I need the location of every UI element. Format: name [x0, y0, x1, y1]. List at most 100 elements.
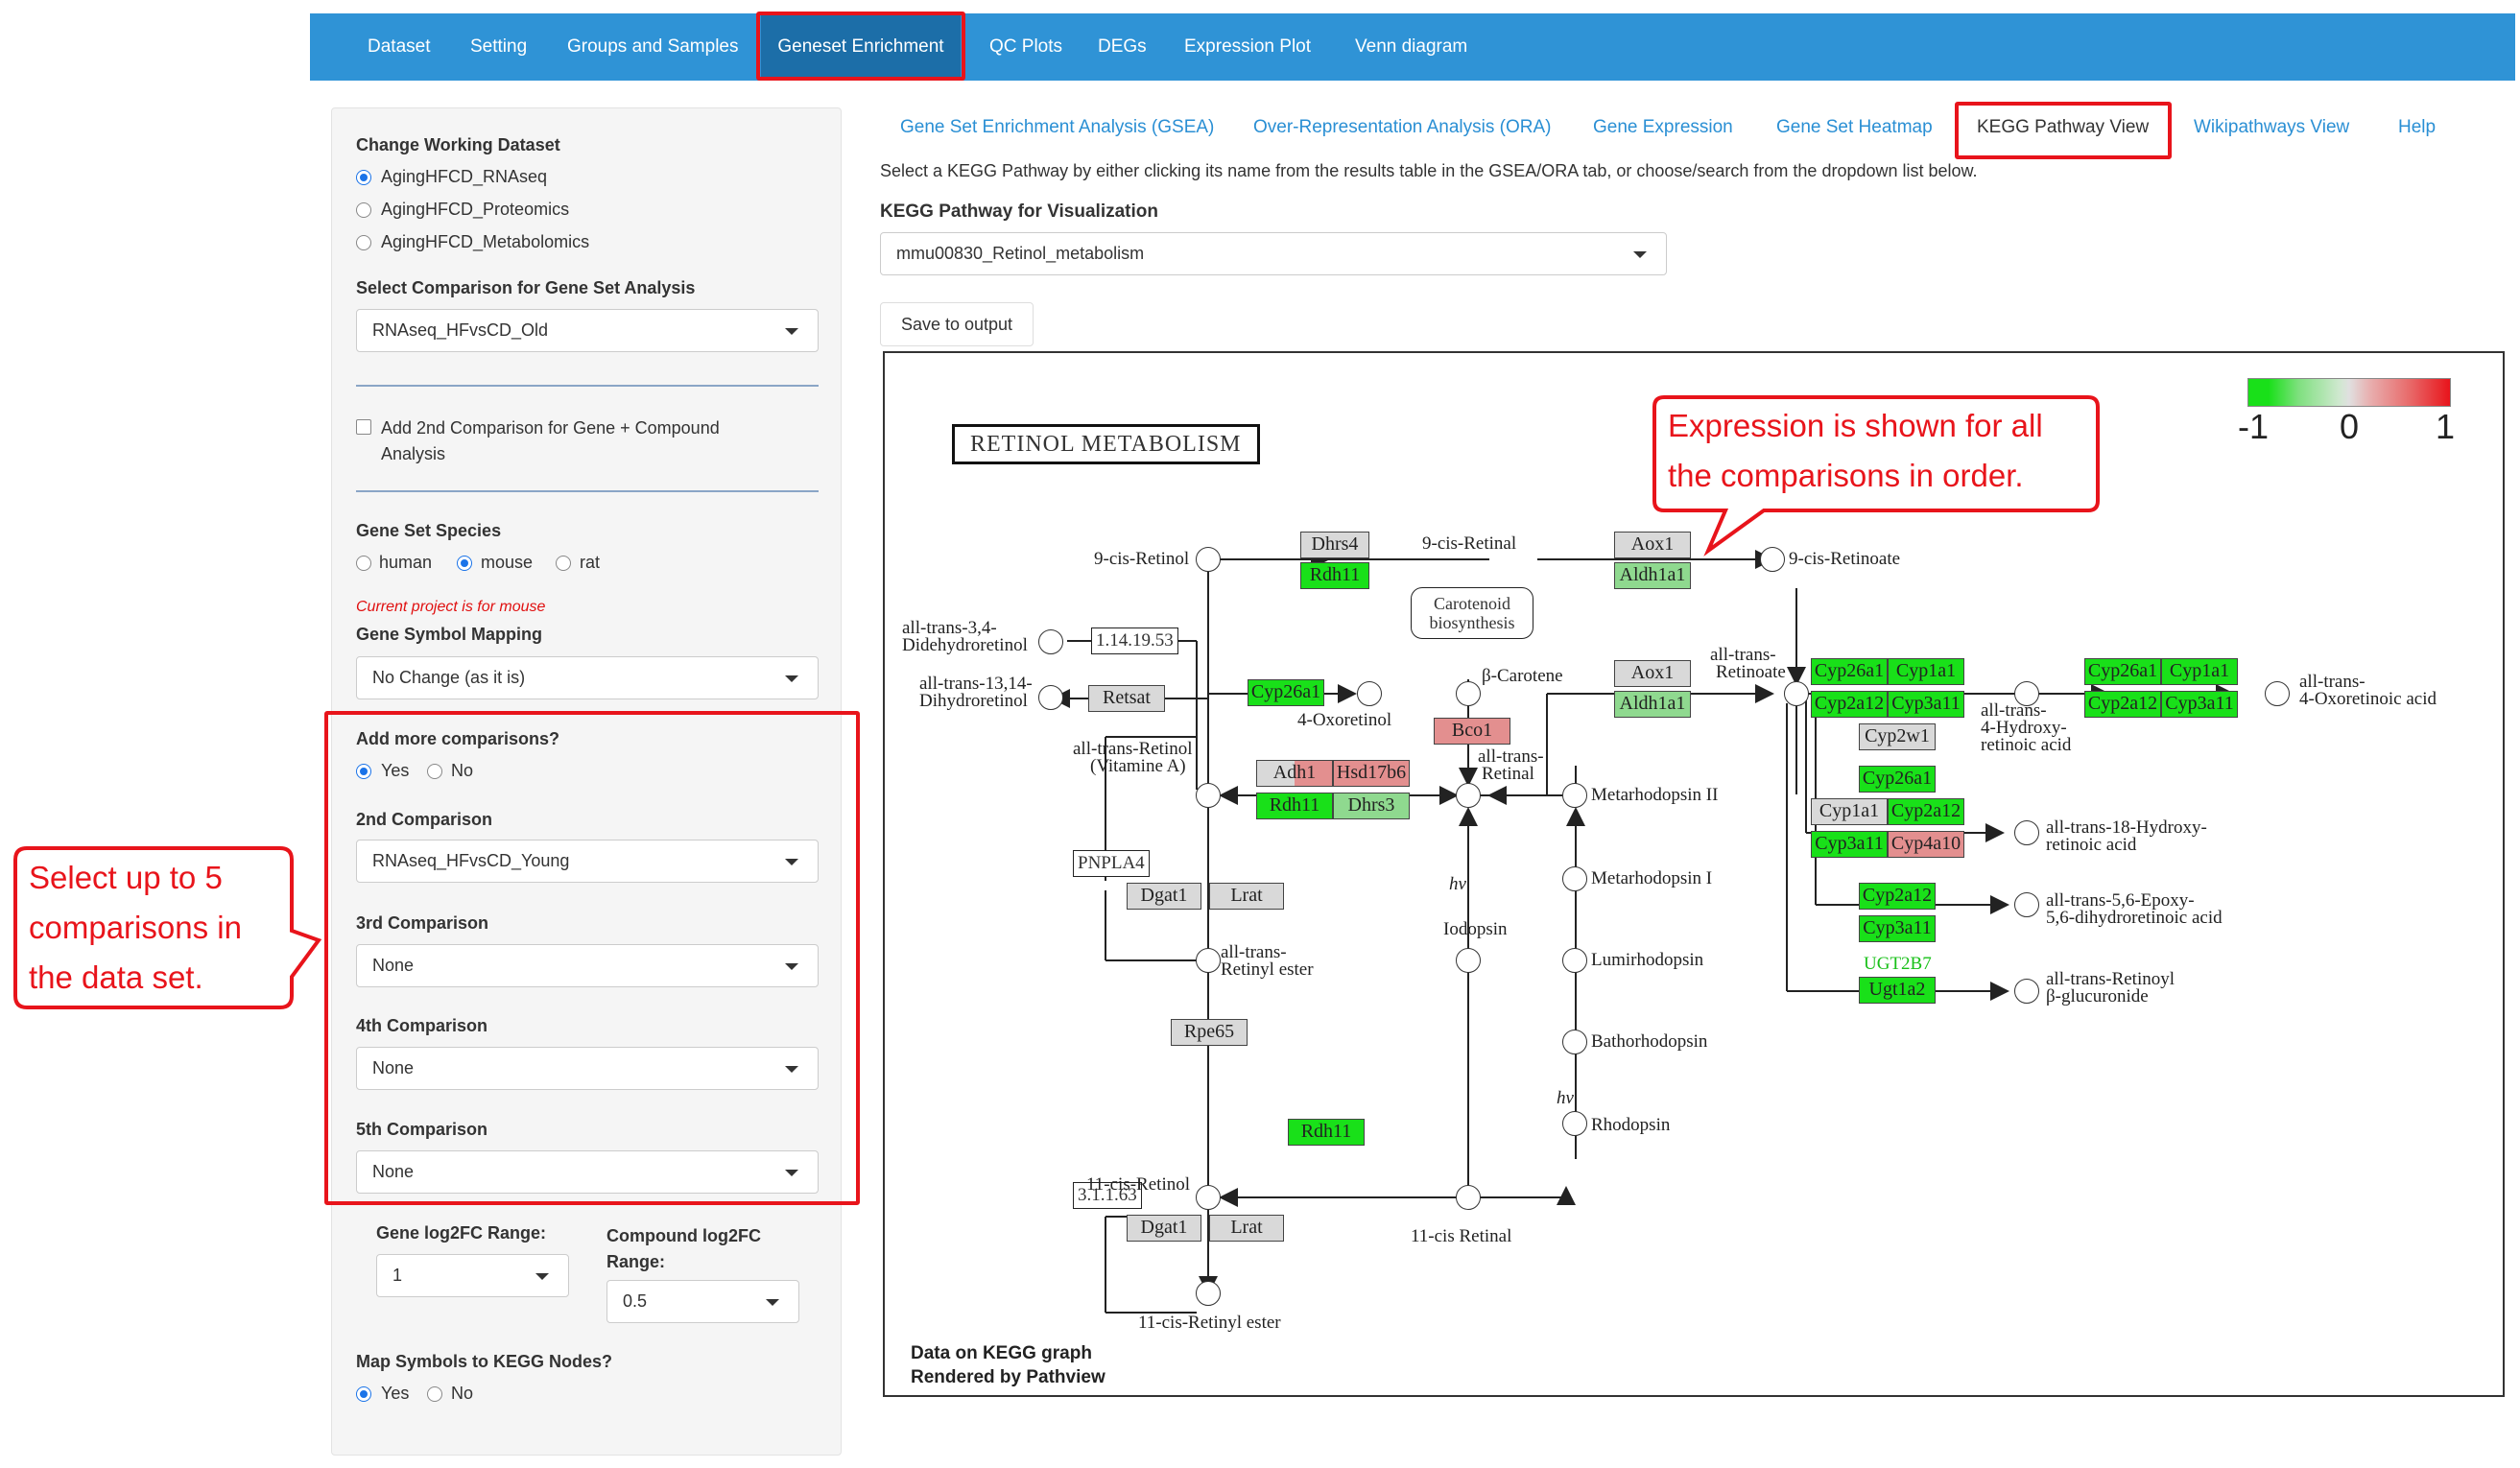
- gene-cyp26a1[interactable]: Cyp26a1: [1811, 658, 1888, 685]
- gene-dgat1[interactable]: Dgat1: [1127, 883, 1201, 910]
- enzyme-pnpla4[interactable]: PNPLA4: [1073, 850, 1150, 877]
- compound-node: [2014, 681, 2039, 706]
- gene-cyp2a12[interactable]: Cyp2a12: [1859, 883, 1936, 910]
- add-2nd-comparison-checkbox[interactable]: [356, 419, 371, 435]
- nav-setting[interactable]: Setting: [470, 36, 528, 57]
- sidebar-panel: Change Working Dataset AgingHFCD_RNAseq …: [331, 107, 842, 1456]
- nav-groups-and-samples[interactable]: Groups and Samples: [567, 36, 739, 57]
- compound-range-label-line1: Compound log2FC: [606, 1226, 761, 1245]
- callout-bubble-right: [1652, 395, 2100, 556]
- gene-dhrs4[interactable]: Dhrs4: [1300, 532, 1369, 558]
- nav-expression-plot[interactable]: Expression Plot: [1184, 36, 1312, 57]
- gene-cyp26a1[interactable]: Cyp26a1: [2084, 658, 2161, 685]
- gene-rdh11[interactable]: Rdh11: [1288, 1119, 1365, 1146]
- nav-qc-plots[interactable]: QC Plots: [989, 36, 1063, 57]
- map-symbols-no-radio[interactable]: [427, 1386, 442, 1402]
- compound-node: [1196, 547, 1221, 572]
- comparison5-select[interactable]: None: [356, 1150, 819, 1194]
- tab-gene-expression[interactable]: Gene Expression: [1593, 117, 1733, 137]
- gene-cyp1a1[interactable]: Cyp1a1: [1811, 798, 1888, 825]
- tab-gene-set-heatmap[interactable]: Gene Set Heatmap: [1776, 117, 1933, 137]
- enzyme-3-1-1-63[interactable]: 3.1.1.63: [1073, 1182, 1142, 1209]
- chevron-down-icon: [785, 1066, 798, 1073]
- gene-cyp3a11[interactable]: Cyp3a11: [2161, 691, 2238, 718]
- gene-cyp3a11[interactable]: Cyp3a11: [1888, 691, 1964, 718]
- nav-degs[interactable]: DEGs: [1098, 36, 1147, 57]
- more-comparisons-yes-radio[interactable]: [356, 764, 371, 779]
- compound-18-hydroxy-line1: all-trans-18-Hydroxy-: [2046, 817, 2207, 838]
- species-radio-human[interactable]: [356, 556, 371, 571]
- tab-wikipathways-view[interactable]: Wikipathways View: [2194, 117, 2350, 137]
- nav-dataset[interactable]: Dataset: [368, 36, 431, 57]
- compound-4-hydroxy-line2: 4-Hydroxy-: [1981, 718, 2067, 738]
- compound-node: [1562, 1030, 1587, 1054]
- map-symbols-yes-radio[interactable]: [356, 1386, 371, 1402]
- gene-ugt1a2[interactable]: Ugt1a2: [1859, 977, 1936, 1004]
- gene-cyp1a1[interactable]: Cyp1a1: [2161, 658, 2238, 685]
- gene-hsd17b6[interactable]: Hsd17b6: [1333, 760, 1410, 787]
- gene-retsat[interactable]: Retsat: [1088, 685, 1165, 712]
- nav-venn-diagram[interactable]: Venn diagram: [1355, 36, 1468, 57]
- gene-cyp3a11[interactable]: Cyp3a11: [1811, 831, 1888, 858]
- gene-aldh1a1[interactable]: Aldh1a1: [1614, 562, 1691, 589]
- divider: [356, 490, 819, 492]
- gene-aox1[interactable]: Aox1: [1614, 532, 1691, 558]
- comparison3-select[interactable]: None: [356, 944, 819, 987]
- add-2nd-label-line1: Add 2nd Comparison for Gene + Compound: [381, 418, 720, 438]
- nav-geneset-enrichment[interactable]: Geneset Enrichment: [761, 13, 961, 81]
- gene-cyp4a10[interactable]: Cyp4a10: [1888, 831, 1964, 858]
- dataset-radio-metabolomics[interactable]: [356, 235, 371, 250]
- dataset-radio-proteomics[interactable]: [356, 202, 371, 218]
- compound-node: [2014, 979, 2039, 1004]
- gene-dgat1[interactable]: Dgat1: [1127, 1215, 1201, 1242]
- gene-cyp2a12[interactable]: Cyp2a12: [1811, 691, 1888, 718]
- dataset-radio-rnaseq[interactable]: [356, 170, 371, 185]
- tab-help[interactable]: Help: [2398, 117, 2437, 137]
- gene-rdh11[interactable]: Rdh11: [1256, 793, 1333, 819]
- gene-cyp2w1[interactable]: Cyp2w1: [1859, 723, 1936, 750]
- species-radio-rat[interactable]: [556, 556, 571, 571]
- gene-rdh11[interactable]: Rdh11: [1300, 562, 1369, 589]
- gene-aldh1a1[interactable]: Aldh1a1: [1614, 691, 1691, 718]
- gene-cyp2a12[interactable]: Cyp2a12: [2084, 691, 2161, 718]
- gene-rpe65[interactable]: Rpe65: [1171, 1019, 1248, 1046]
- species-radio-mouse[interactable]: [457, 556, 472, 571]
- pathway-select[interactable]: mmu00830_Retinol_metabolism: [880, 232, 1667, 275]
- tab-ora[interactable]: Over-Representation Analysis (ORA): [1253, 117, 1552, 137]
- symbol-mapping-select[interactable]: No Change (as it is): [356, 656, 819, 699]
- compound-4-hydroxy-line1: all-trans-: [1981, 700, 2047, 721]
- gene-cyp26a1[interactable]: Cyp26a1: [1859, 766, 1936, 793]
- compound-9-cis-retinol: 9-cis-Retinol: [1094, 549, 1190, 569]
- enzyme-1-14-19-53[interactable]: 1.14.19.53: [1091, 627, 1178, 654]
- gene-cyp26a1[interactable]: Cyp26a1: [1248, 679, 1324, 706]
- comparison-select[interactable]: RNAseq_HFvsCD_Old: [356, 309, 819, 352]
- compound-range-select[interactable]: 0.5: [606, 1280, 799, 1323]
- gene-lrat[interactable]: Lrat: [1209, 883, 1284, 910]
- comparison-value: RNAseq_HFvsCD_Old: [372, 320, 549, 340]
- compound-node: [1562, 783, 1587, 808]
- gene-range-select[interactable]: 1: [376, 1254, 569, 1297]
- gene-dhrs3[interactable]: Dhrs3: [1333, 793, 1410, 819]
- gene-cyp2a12[interactable]: Cyp2a12: [1888, 798, 1964, 825]
- gene-ugt2b7[interactable]: UGT2B7: [1864, 954, 1932, 974]
- more-comparisons-yes-label: Yes: [381, 761, 410, 780]
- gene-adh1[interactable]: Adh1: [1256, 760, 1333, 787]
- gene-bco1[interactable]: Bco1: [1434, 718, 1510, 745]
- comparison4-select[interactable]: None: [356, 1047, 819, 1090]
- compound-node: [1784, 681, 1809, 706]
- gene-lrat[interactable]: Lrat: [1209, 1215, 1284, 1242]
- tab-gsea[interactable]: Gene Set Enrichment Analysis (GSEA): [900, 117, 1215, 137]
- gene-range-label: Gene log2FC Range:: [376, 1223, 547, 1243]
- more-comparisons-no-radio[interactable]: [427, 764, 442, 779]
- comparison2-select[interactable]: RNAseq_HFvsCD_Young: [356, 840, 819, 883]
- save-to-output-button[interactable]: Save to output: [880, 302, 1034, 346]
- kegg-pathway-image: RETINOL METABOLISM -1 0 1 Dhrs4 Rdh11 Ao…: [883, 351, 2505, 1397]
- carotenoid-biosynthesis-box[interactable]: Carotenoid biosynthesis: [1411, 587, 1533, 639]
- tab-kegg-pathway-view[interactable]: KEGG Pathway View: [1977, 117, 2150, 137]
- gene-cyp1a1[interactable]: Cyp1a1: [1888, 658, 1964, 685]
- compound-node: [1456, 681, 1481, 706]
- compound-epoxy-line2: 5,6-dihydroretinoic acid: [2046, 908, 2223, 928]
- gene-cyp3a11[interactable]: Cyp3a11: [1859, 915, 1936, 942]
- gene-aox1[interactable]: Aox1: [1614, 660, 1691, 687]
- callout-right-line1: Expression is shown for all: [1668, 408, 2043, 443]
